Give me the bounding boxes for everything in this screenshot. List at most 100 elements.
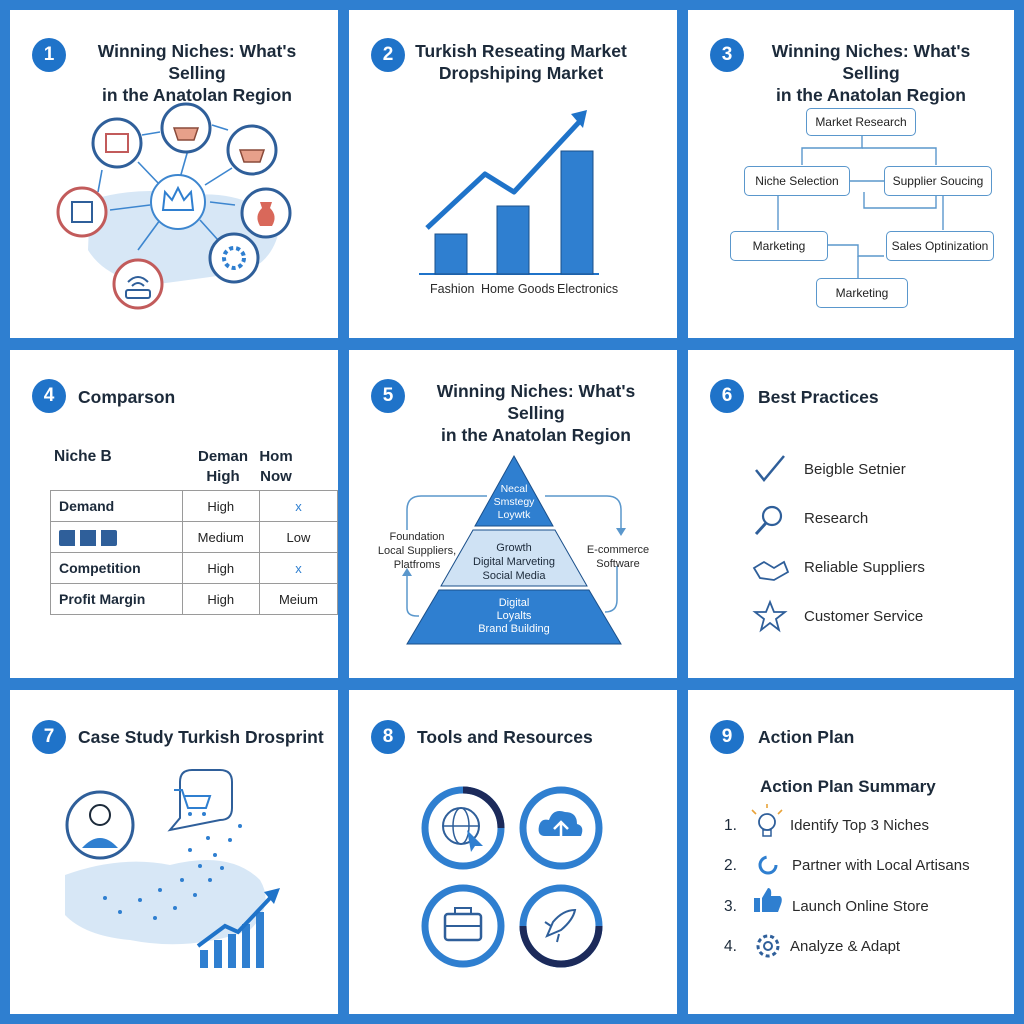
pyramid-top-text: Necal Smstegy Loywtk [477, 483, 551, 522]
step-badge-5: 5 [371, 379, 405, 413]
step-badge-2: 2 [371, 38, 405, 72]
panel-dropshipping-market: 2 Turkish Reseating Market Dropshiping M… [349, 10, 677, 338]
column-head-demand-2: High [206, 468, 240, 485]
pyramid-bottom-line: Digital [498, 597, 530, 609]
right-label-line: Software [596, 558, 640, 570]
best-practice-icons [752, 455, 790, 633]
practice-item: Reliable Suppliers [804, 559, 925, 576]
refresh-icon [758, 855, 778, 875]
panel-2-title-line2: Dropshiping Market [438, 63, 604, 83]
box-niche-selection: Niche Selection [744, 166, 850, 196]
gear-icon [756, 934, 780, 958]
turkey-map [65, 860, 266, 945]
crate-icon [56, 186, 108, 238]
mini-bar [242, 924, 250, 968]
row-label-profit-margin: Profit Margin [50, 583, 183, 615]
bar-fashion [434, 233, 468, 275]
practice-item: Beigble Setnier [804, 461, 906, 478]
step-badge-3: 3 [710, 38, 744, 72]
table-cell: High [181, 583, 260, 615]
left-label-line: Platfroms [393, 559, 441, 571]
panel-strategy-pyramid: 5 Winning Niches: What's Selling in the … [349, 350, 677, 678]
step-number: 2. [724, 857, 737, 874]
action-item: Launch Online Store [792, 898, 929, 915]
panel-action-plan: 9 Action Plan Action Plan Summary 1. Ide… [688, 690, 1014, 1014]
table-cell: Low [258, 521, 338, 553]
bar-electronics [560, 150, 594, 275]
left-label-line: Foundation [389, 531, 445, 543]
cart-icon [174, 789, 212, 809]
trend-arrow [196, 894, 274, 948]
panel-2-title-line1: Turkish Reseating Market [415, 41, 627, 61]
star-icon [752, 599, 788, 633]
bar-home-goods [496, 205, 530, 275]
pyramid-middle-text: Growth Digital Marveting Social Media [459, 541, 569, 583]
crown-icon [150, 174, 206, 230]
shop-icon [91, 117, 143, 169]
step-badge-8: 8 [371, 720, 405, 754]
row-label-demand: Demand [50, 490, 183, 522]
action-item: Identify Top 3 Niches [790, 817, 929, 834]
step-badge-9: 9 [710, 720, 744, 754]
flow-connectors [777, 136, 944, 278]
pyramid-mid-line: Growth [496, 542, 532, 554]
pyramid-top-line: Smstegy [493, 496, 535, 508]
panel-4-title: Comparson [78, 387, 176, 407]
pyramid-left-label: Foundation Local Suppliers, Platfroms [367, 530, 467, 572]
table-cell: High [181, 490, 260, 522]
panel-1-title: Winning Niches: What's Selling in the An… [72, 40, 322, 106]
step-badge-1: 1 [32, 38, 66, 72]
panel-process-flow: 3 Winning Niches: What's Selling in the … [688, 10, 1014, 338]
box-marketing-left: Marketing [730, 231, 828, 261]
panel-tools-resources: 8 Tools and Resources [349, 690, 677, 1014]
thumbs-up-icon [754, 888, 782, 912]
box-market-research: Market Research [806, 108, 916, 136]
mini-bar [256, 912, 264, 968]
table-row: Medium Low [50, 521, 338, 553]
cloud-upload-icon [519, 786, 603, 870]
trend-arrow [425, 118, 583, 230]
comparison-table: Demand High x Medium Low Competition Hig… [50, 490, 338, 615]
row-label-competition: Competition [50, 552, 183, 584]
map-dots [103, 824, 242, 920]
pyramid-mid-line: Digital Marveting [473, 556, 555, 568]
mini-bar [228, 934, 236, 968]
step-number: 3. [724, 898, 737, 915]
cross-mark: x [258, 490, 338, 522]
table-cell: Meium [258, 583, 338, 615]
panel-8-title: Tools and Resources [417, 727, 593, 747]
panel-7-title: Case Study Turkish Drosprint [78, 727, 324, 747]
column-head-demand-1: Deman [198, 448, 249, 465]
pyramid-diagram [402, 454, 626, 645]
action-plan-subtitle: Action Plan Summary [760, 777, 936, 796]
panel-5-title-line1: Winning Niches: What's Selling [436, 381, 636, 423]
tools-icons [421, 786, 603, 968]
table-row: Profit Margin High Meium [50, 583, 338, 615]
practice-item: Customer Service [804, 608, 924, 625]
mini-bar [214, 940, 222, 968]
step-number: 1. [724, 817, 737, 834]
pyramid-bottom-line: Loyalts [496, 610, 532, 622]
niche-network-illustration [56, 102, 292, 310]
cross-mark: x [258, 552, 338, 584]
panel-5-title-line2: in the Anatolan Region [441, 425, 631, 445]
panel-best-practices: 6 Best Practices Beigble Setnier Researc… [688, 350, 1014, 678]
briefcase-icon [421, 884, 505, 968]
growth-bar-chart [419, 110, 599, 275]
column-head-hom: Hom Now [256, 447, 296, 487]
panel-3-title-line2: in the Anatolan Region [776, 85, 966, 105]
handshake-icon [752, 560, 790, 581]
rocket-icon [519, 884, 603, 968]
pyramid-top-line: Loywtk [497, 509, 531, 521]
action-item: Analyze & Adapt [790, 938, 901, 955]
panel-6-title: Best Practices [758, 387, 879, 407]
panel-3-title: Winning Niches: What's Selling in the An… [746, 40, 996, 106]
panel-3-title-line1: Winning Niches: What's Selling [771, 41, 971, 83]
box-marketing-bottom: Marketing [816, 278, 908, 308]
category-label-fashion: Fashion [430, 282, 475, 296]
column-head-hom-1: Hom [259, 448, 293, 465]
pyramid-top-line: Necal [500, 483, 528, 495]
practice-item: Research [804, 510, 869, 527]
case-study-illustration [65, 769, 280, 968]
column-head-niche: Niche B [54, 448, 112, 465]
